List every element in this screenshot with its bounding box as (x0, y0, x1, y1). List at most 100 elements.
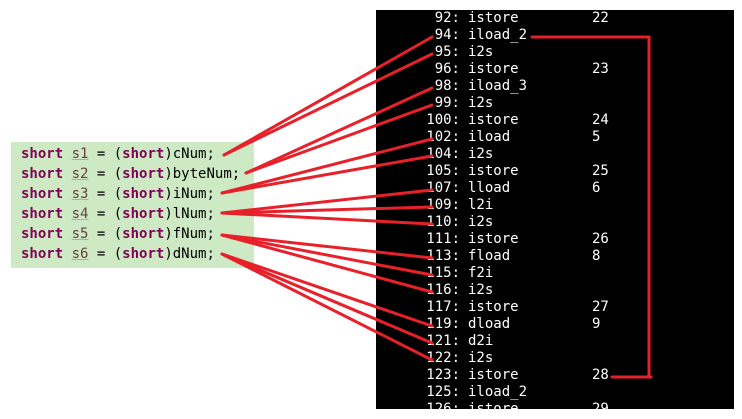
bytecode-operand: 22 (592, 10, 609, 26)
bytecode-opcode: istore (468, 367, 519, 383)
bytecode-offset: 122: (426, 350, 460, 366)
variable-name: s2 (71, 166, 89, 182)
bytecode-line: 104: i2s (376, 146, 734, 163)
bytecode-offset: 99: (434, 95, 460, 111)
bytecode-line: 102: iload 5 (376, 129, 734, 146)
type-keyword: short (21, 166, 64, 182)
cast-keyword: short (122, 186, 165, 202)
code-line: short s5 = (short)fNum; (21, 224, 215, 244)
bytecode-opcode: istore (468, 112, 519, 128)
code-line: short s3 = (short)iNum; (21, 184, 215, 204)
bytecode-line: 113: fload 8 (376, 248, 734, 265)
cast-source: )fNum; (164, 226, 215, 242)
bytecode-opcode: iload_3 (468, 78, 528, 94)
bytecode-opcode: istore (468, 10, 519, 26)
bytecode-line: 123: istore 28 (376, 367, 734, 384)
bytecode-line: 95: i2s (376, 44, 734, 61)
bytecode-line: 115:f2i (376, 265, 734, 282)
bytecode-offset: 104: (426, 146, 460, 162)
bytecode-opcode: dload (468, 316, 511, 332)
bytecode-offset: 95: (434, 44, 460, 60)
cast-source: )iNum; (164, 186, 215, 202)
bytecode-operand: 8 (592, 248, 601, 264)
assignment-operator: = ( (88, 186, 123, 202)
bytecode-operand: 27 (592, 299, 609, 315)
assignment-operator: = ( (88, 166, 123, 182)
bytecode-operand: 6 (592, 180, 601, 196)
bytecode-opcode: i2s (468, 44, 494, 60)
bytecode-opcode: istore (468, 163, 519, 179)
bytecode-opcode: istore (468, 299, 519, 315)
type-keyword: short (21, 146, 64, 162)
bytecode-line: 94: iload_2 (376, 27, 734, 44)
bytecode-line: 109:l2i (376, 197, 734, 214)
bytecode-line: 110: i2s (376, 214, 734, 231)
bytecode-opcode: istore (468, 61, 519, 77)
bytecode-offset: 98: (434, 78, 460, 94)
cast-source: )byteNum; (164, 166, 241, 182)
bytecode-offset: 94: (434, 27, 460, 43)
bytecode-line: 116: i2s (376, 282, 734, 299)
bytecode-opcode: iload_2 (468, 27, 528, 43)
bytecode-opcode: iload_2 (468, 384, 528, 400)
bytecode-opcode: i2s (468, 282, 494, 298)
variable-name: s6 (71, 246, 89, 262)
bytecode-line: 96: istore 23 (376, 61, 734, 78)
bytecode-offset: 113: (426, 248, 460, 264)
type-keyword: short (21, 246, 64, 262)
bytecode-opcode: i2s (468, 146, 494, 162)
type-keyword: short (21, 226, 64, 242)
bytecode-opcode: iload (468, 129, 511, 145)
bytecode-opcode: lload (468, 180, 511, 196)
bytecode-offset: 117: (426, 299, 460, 315)
bytecode-line: 99: i2s (376, 95, 734, 112)
cast-source: )lNum; (164, 206, 215, 222)
bytecode-opcode: d2i (468, 333, 494, 349)
bytecode-operand: 23 (592, 61, 609, 77)
bytecode-operand: 29 (592, 401, 609, 409)
bytecode-opcode: l2i (468, 197, 494, 213)
bytecode-operand: 26 (592, 231, 609, 247)
bytecode-offset: 107: (426, 180, 460, 196)
bytecode-offset: 92: (434, 10, 460, 26)
bytecode-offset: 116: (426, 282, 460, 298)
assignment-operator: = ( (88, 146, 123, 162)
bytecode-line: 92: istore 22 (376, 10, 734, 27)
code-line: short s4 = (short)lNum; (21, 204, 215, 224)
bytecode-operand: 5 (592, 129, 601, 145)
cast-keyword: short (122, 166, 165, 182)
code-line: short s2 = (short)byteNum; (21, 164, 240, 184)
bytecode-opcode: fload (468, 248, 511, 264)
bytecode-opcode: i2s (468, 95, 494, 111)
type-keyword: short (21, 186, 64, 202)
bytecode-offset: 110: (426, 214, 460, 230)
bytecode-line: 121: d2i (376, 333, 734, 350)
bytecode-operand: 25 (592, 163, 609, 179)
bytecode-offset: 115: (426, 265, 460, 281)
bytecode-offset: 102: (426, 129, 460, 145)
bytecode-panel: 92: istore 22 94: iload_2 95: i2s 96: istore 23 98… (376, 10, 734, 409)
bytecode-line: 122:i2s (376, 350, 734, 367)
bytecode-opcode: istore (468, 401, 519, 409)
cast-source: )dNum; (164, 246, 215, 262)
bytecode-offset: 123: (426, 367, 460, 383)
bytecode-offset: 96: (434, 61, 460, 77)
assignment-operator: = ( (88, 226, 123, 242)
bytecode-offset: 111: (426, 231, 460, 247)
bytecode-opcode: i2s (468, 214, 494, 230)
bytecode-offset: 105: (426, 163, 460, 179)
bytecode-offset: 100: (426, 112, 460, 128)
variable-name: s4 (71, 206, 89, 222)
code-line: short s6 = (short)dNum; (21, 244, 215, 264)
java-source-panel: short s1 = (short)cNum;short s2 = (short… (11, 142, 254, 268)
bytecode-offset: 121: (426, 333, 460, 349)
cast-source: )cNum; (164, 146, 215, 162)
bytecode-operand: 28 (592, 367, 609, 383)
bytecode-offset: 119: (426, 316, 460, 332)
assignment-operator: = ( (88, 246, 123, 262)
bytecode-offset: 126: (426, 401, 460, 409)
bytecode-offset: 125: (426, 384, 460, 400)
cast-keyword: short (122, 146, 165, 162)
